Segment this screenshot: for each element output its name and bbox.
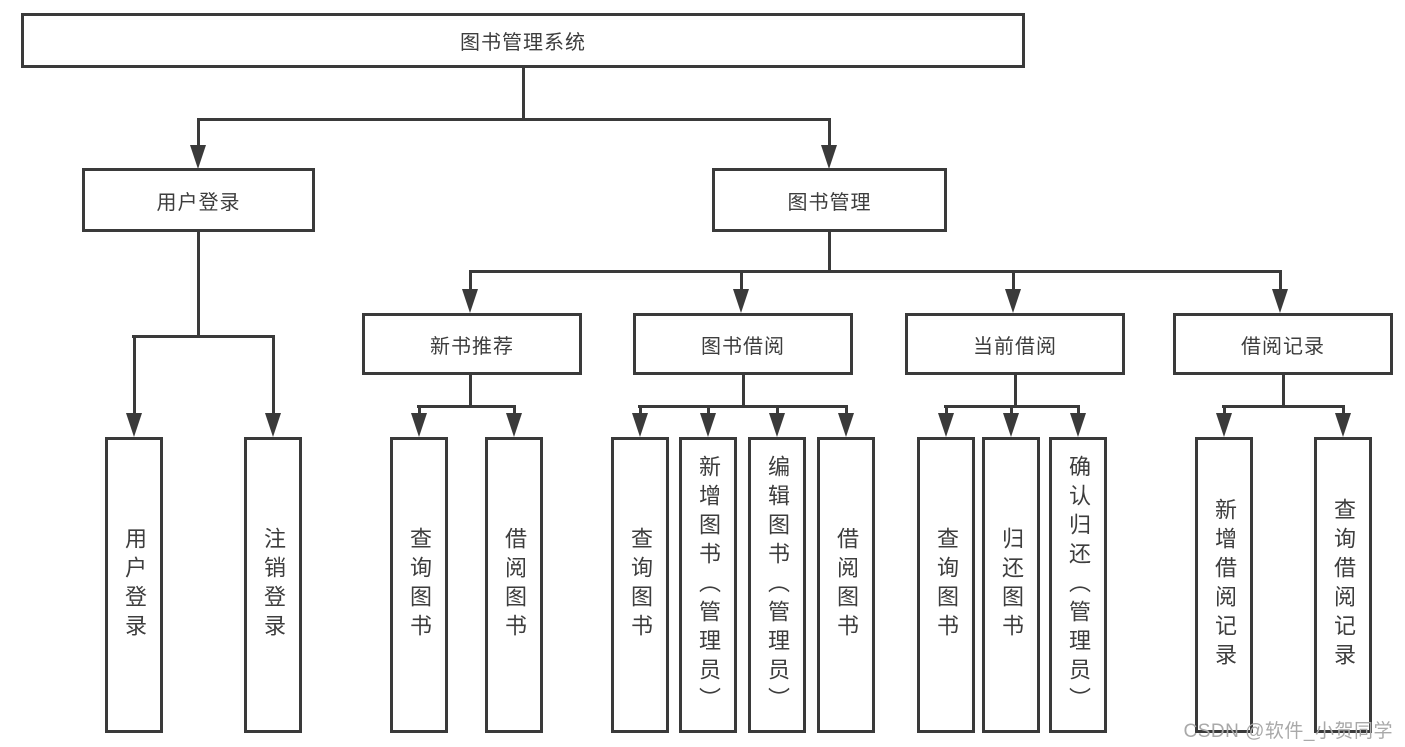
leaf-confirm-return-admin: 确认归还（管理员） [1049, 437, 1107, 733]
arrowhead-down-icon [265, 413, 281, 437]
connector-stem-book-management [828, 118, 831, 148]
connector-book-borrowing-horizontal [638, 405, 848, 408]
node-library-management-system: 图书管理系统 [21, 13, 1025, 68]
connector-borrowing-records-vertical [1282, 375, 1285, 407]
arrowhead-down-icon [838, 413, 854, 437]
connector-stem-book-borrowing [740, 270, 743, 294]
arrowhead-down-icon [938, 413, 954, 437]
arrowhead-down-icon [1003, 413, 1019, 437]
leaf-logout: 注销登录 [244, 437, 302, 733]
connector-stem-leaf [845, 405, 848, 417]
leaf-add-books-admin: 新增图书（管理员） [679, 437, 737, 733]
leaf-edit-books-admin: 编辑图书（管理员） [748, 437, 806, 733]
connector-stem-leaf [1223, 405, 1226, 417]
arrowhead-down-icon [462, 289, 478, 313]
connector-book-borrowing-vertical [742, 375, 745, 407]
connector-current-borrowing-vertical [1014, 375, 1017, 407]
node-borrowing-records: 借阅记录 [1173, 313, 1393, 375]
connector-stem-new-books [469, 270, 472, 294]
leaf-borrow-books-1: 借阅图书 [485, 437, 543, 733]
connector-borrowing-records-horizontal [1222, 405, 1345, 408]
connector-book-management-vertical [828, 232, 831, 272]
arrowhead-down-icon [126, 413, 142, 437]
connector-user-login-horizontal [132, 335, 275, 338]
node-new-book-recommendation: 新书推荐 [362, 313, 582, 375]
arrowhead-down-icon [733, 289, 749, 313]
connector-stem-leaf [639, 405, 642, 417]
leaf-query-books-2: 查询图书 [611, 437, 669, 733]
node-book-borrowing: 图书借阅 [633, 313, 853, 375]
arrowhead-down-icon [411, 413, 427, 437]
leaf-query-books-1: 查询图书 [390, 437, 448, 733]
connector-stem-borrowing-records [1279, 270, 1282, 294]
connector-stem-leaf [707, 405, 710, 417]
arrowhead-down-icon [700, 413, 716, 437]
leaf-query-borrow-record: 查询借阅记录 [1314, 437, 1372, 733]
connector-book-management-horizontal [469, 270, 1282, 273]
connector-stem-leaf [1342, 405, 1345, 417]
node-book-management: 图书管理 [712, 168, 947, 232]
leaf-add-borrow-record: 新增借阅记录 [1195, 437, 1253, 733]
leaf-user-login: 用户登录 [105, 437, 163, 733]
connector-stem-leaf [1077, 405, 1080, 417]
connector-root-vertical [522, 68, 525, 120]
connector-stem-leaf [945, 405, 948, 417]
connector-stem-leaf [272, 335, 275, 417]
arrowhead-down-icon [1272, 289, 1288, 313]
connector-new-books-horizontal [417, 405, 516, 408]
arrowhead-down-icon [1070, 413, 1086, 437]
connector-stem-leaf [513, 405, 516, 417]
arrowhead-down-icon [190, 145, 206, 169]
connector-user-login-vertical [197, 232, 200, 337]
node-current-borrowing: 当前借阅 [905, 313, 1125, 375]
csdn-watermark: CSDN @软件_小贺同学 [1183, 721, 1393, 742]
arrowhead-down-icon [1335, 413, 1351, 437]
arrowhead-down-icon [1005, 289, 1021, 313]
connector-stem-leaf [1010, 405, 1013, 417]
leaf-return-books: 归还图书 [982, 437, 1040, 733]
connector-stem-leaf [776, 405, 779, 417]
connector-stem-leaf [133, 335, 136, 417]
node-user-login: 用户登录 [82, 168, 315, 232]
connector-stem-user-login [197, 118, 200, 148]
arrowhead-down-icon [769, 413, 785, 437]
connector-stem-leaf [418, 405, 421, 417]
arrowhead-down-icon [821, 145, 837, 169]
connector-new-books-vertical [469, 375, 472, 407]
connector-stem-current-borrowing [1012, 270, 1015, 294]
arrowhead-down-icon [1216, 413, 1232, 437]
connector-root-horizontal [197, 118, 831, 121]
leaf-query-books-3: 查询图书 [917, 437, 975, 733]
arrowhead-down-icon [506, 413, 522, 437]
arrowhead-down-icon [632, 413, 648, 437]
leaf-borrow-books-2: 借阅图书 [817, 437, 875, 733]
